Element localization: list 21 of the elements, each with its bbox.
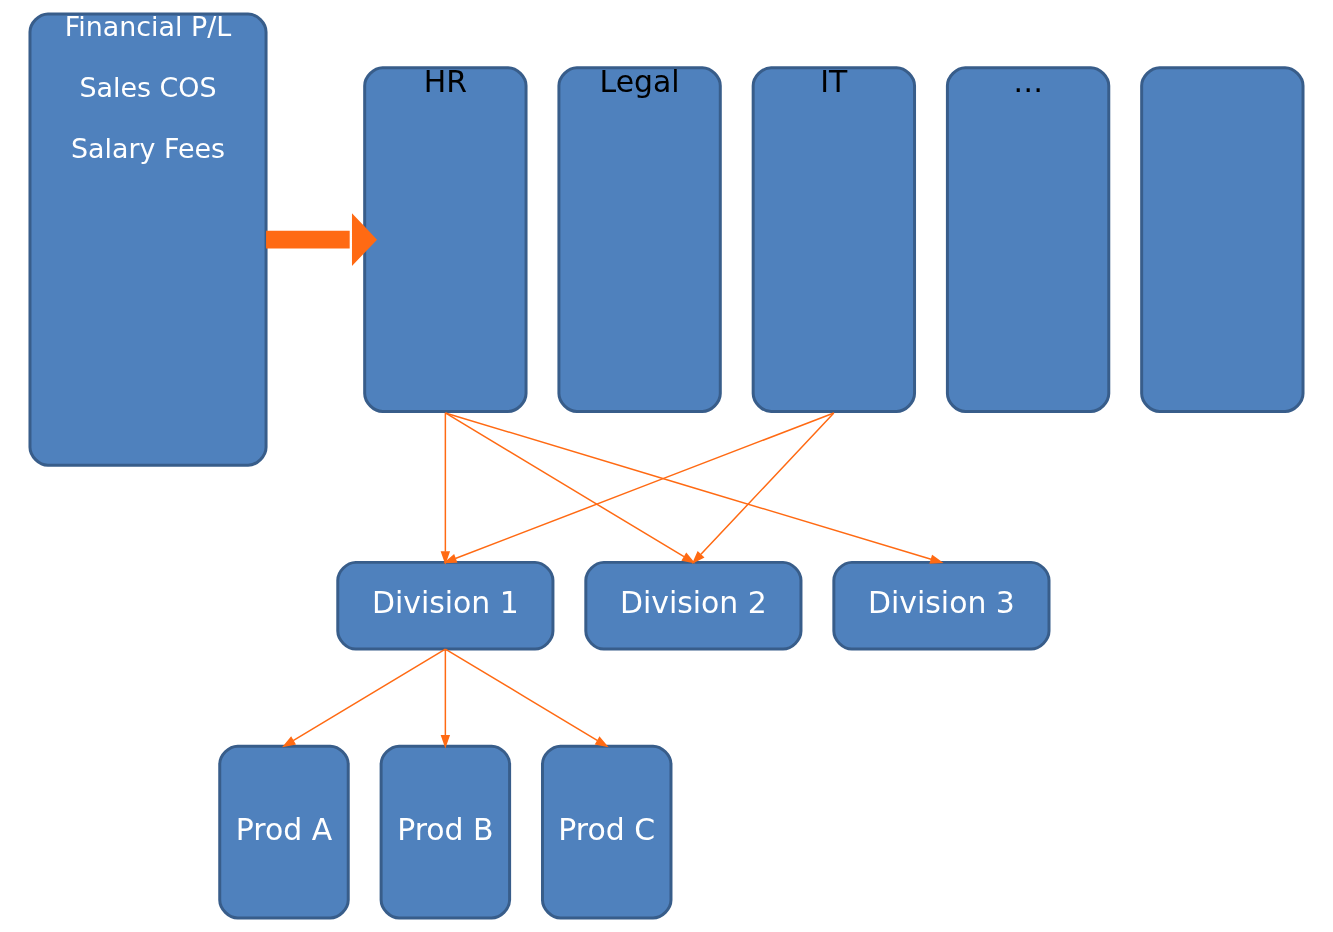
arrow	[444, 412, 944, 564]
node-box: Division 2	[584, 560, 803, 651]
arrow	[444, 648, 609, 748]
arrow	[691, 412, 835, 565]
node-box: Financial P/L Sales COS Salary Fees	[28, 12, 268, 467]
arrow	[282, 648, 447, 748]
node-box: IT	[751, 66, 917, 413]
node-box: Prod B	[379, 744, 512, 920]
arrow	[440, 412, 451, 565]
node-box: HR	[363, 66, 528, 413]
arrow	[444, 412, 696, 564]
node-box: …	[945, 66, 1111, 413]
arrow	[440, 648, 451, 749]
node-box: Legal	[557, 66, 722, 413]
arrow	[443, 412, 835, 564]
node-box: Prod C	[541, 744, 673, 920]
node-box: Prod A	[218, 744, 350, 920]
node-box: Division 3	[832, 560, 1051, 651]
node-box: Division 1	[336, 560, 555, 651]
arrow	[266, 213, 378, 266]
node-box	[1140, 66, 1305, 413]
